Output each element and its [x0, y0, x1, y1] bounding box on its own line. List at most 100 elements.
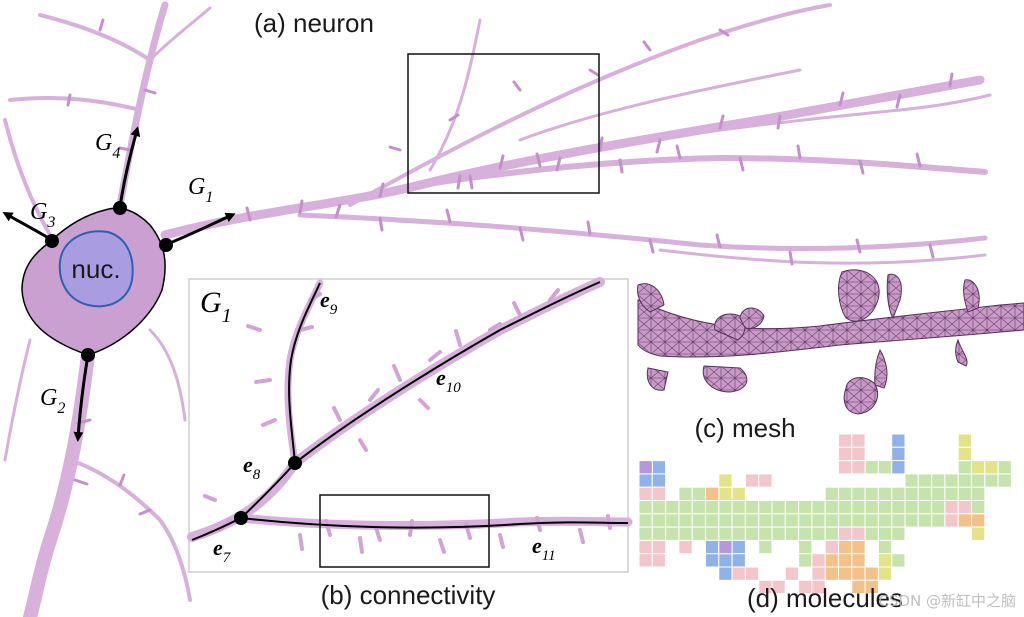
molecule-voxel [731, 553, 746, 568]
molecule-voxel [957, 513, 973, 528]
edge-e10 [294, 281, 601, 464]
edge-e8 [240, 462, 296, 519]
molecule-voxel [877, 566, 893, 581]
molecule-voxel [784, 526, 800, 541]
label-g1: G1 [188, 174, 213, 206]
molecule-voxel [798, 526, 813, 541]
molecule-voxel [678, 526, 693, 541]
molecule-voxel [744, 526, 760, 541]
molecule-voxel [718, 553, 733, 568]
molecule-voxel [931, 473, 946, 488]
molecule-voxel [758, 526, 773, 541]
molecule-voxel [744, 473, 760, 488]
label-e10: e10 [436, 365, 461, 396]
molecule-voxel [891, 500, 906, 515]
molecule-voxel [944, 473, 959, 488]
molecule-voxel [691, 513, 707, 528]
molecule-voxel [891, 513, 906, 528]
molecule-voxel [851, 566, 866, 581]
molecule-voxel [877, 486, 893, 502]
panel-d-label: (d) molecules [747, 583, 903, 613]
edge-e9 [288, 282, 321, 464]
panel-a-neuron: nuc. G1 G2 G3 G4 (a) neuron [2, 1, 992, 617]
molecule-voxel [851, 539, 866, 555]
label-g3: G3 [30, 199, 55, 231]
graph-node-2 [288, 456, 302, 470]
molecule-voxel [798, 553, 813, 568]
molecule-voxel [784, 500, 800, 515]
molecule-voxel [877, 513, 893, 528]
molecule-voxel [957, 460, 973, 475]
molecule-voxel [984, 460, 999, 475]
label-e11: e11 [532, 533, 556, 564]
molecule-voxel [838, 526, 853, 541]
molecule-voxel [678, 500, 693, 515]
molecule-voxel [904, 513, 919, 528]
mesh-shaft [637, 299, 1024, 358]
molecule-voxel [718, 539, 733, 555]
molecule-voxel [758, 539, 773, 555]
molecule-voxel [638, 526, 653, 541]
molecule-voxel [705, 526, 720, 541]
molecule-voxel [824, 513, 840, 528]
molecule-voxel [931, 513, 946, 528]
molecule-voxel [651, 460, 667, 475]
molecule-voxel [718, 513, 733, 528]
molecule-voxel [771, 579, 786, 595]
molecule-voxel [944, 500, 959, 515]
branch-nodes [45, 201, 173, 362]
molecule-voxel [851, 579, 866, 595]
molecule-voxel [877, 460, 893, 475]
molecule-voxel [638, 539, 653, 555]
molecule-voxel [638, 473, 653, 488]
molecule-voxel [891, 433, 906, 448]
molecule-voxel [705, 486, 720, 502]
panel-d-molecules: (d) molecules CSDN @新缸中之脑 [638, 433, 1016, 613]
molecule-voxel [864, 566, 879, 581]
molecule-voxel [931, 500, 946, 515]
graph-label-g1: G1 [200, 286, 232, 327]
molecule-voxel [691, 526, 707, 541]
node-g4 [113, 201, 127, 215]
molecule-voxel [705, 553, 720, 568]
molecule-voxel [744, 513, 760, 528]
molecule-voxel [971, 486, 986, 502]
watermark: CSDN @新缸中之脑 [878, 592, 1016, 610]
molecule-voxel [798, 513, 813, 528]
molecule-voxel [891, 446, 906, 462]
molecule-voxel [877, 553, 893, 568]
molecule-voxel [957, 486, 973, 502]
molecule-voxel [864, 513, 879, 528]
molecule-voxel [877, 500, 893, 515]
molecule-voxel [784, 566, 800, 581]
molecule-voxel [864, 500, 879, 515]
molecule-voxel [731, 513, 746, 528]
molecule-voxel [824, 526, 840, 541]
molecule-voxel [851, 460, 866, 475]
nucleus-label: nuc. [71, 254, 120, 284]
molecule-voxel [877, 526, 893, 541]
molecule-voxel [731, 566, 746, 581]
molecule-voxel [758, 513, 773, 528]
molecule-voxel [824, 566, 840, 581]
molecule-voxel [638, 460, 653, 475]
connectivity-graph [191, 281, 629, 541]
molecule-voxel [971, 473, 986, 488]
molecule-voxel [851, 553, 866, 568]
molecule-voxel [651, 539, 667, 555]
node-g1 [159, 238, 173, 252]
panel-a-label: (a) neuron [254, 8, 374, 38]
molecule-voxel [651, 473, 667, 488]
molecule-voxel [705, 539, 720, 555]
molecule-voxel [904, 486, 919, 502]
zoom-box-connectivity [319, 494, 490, 568]
molecule-voxel [891, 553, 906, 568]
label-g4: G4 [95, 130, 120, 162]
connectivity-spines [203, 288, 612, 554]
molecule-grid [638, 433, 1012, 595]
graph-node-1 [234, 511, 248, 525]
molecule-voxel [811, 526, 826, 541]
molecule-voxel [838, 433, 853, 448]
molecule-voxel [744, 500, 760, 515]
molecule-voxel [891, 460, 906, 475]
